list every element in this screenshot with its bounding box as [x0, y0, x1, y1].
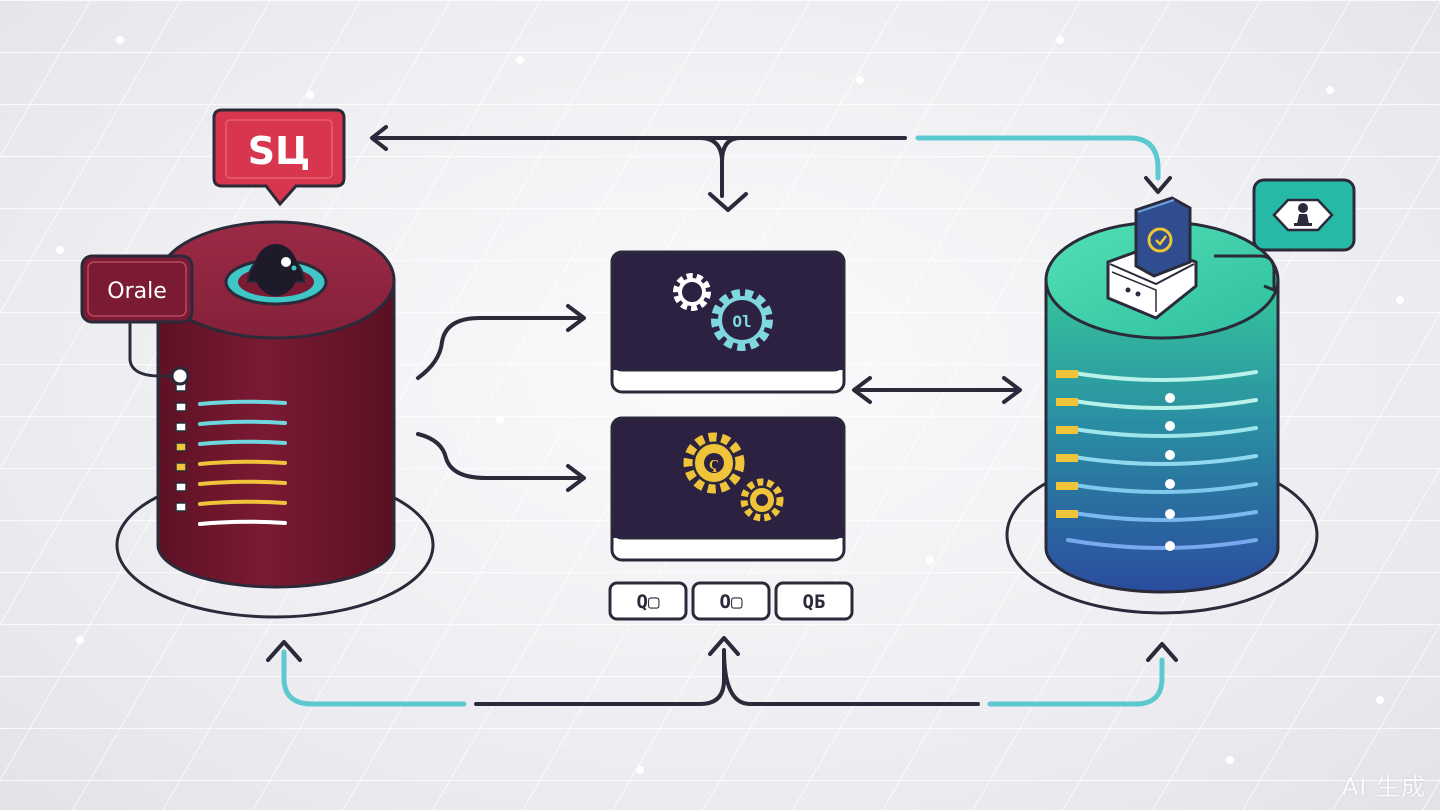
chip-label: Q▢ — [637, 591, 660, 613]
bottom-bus-arrow-right — [987, 657, 1165, 707]
right-database — [1005, 196, 1319, 615]
badge-connector — [1214, 254, 1276, 293]
sql-bubble-label: SЦ — [248, 129, 311, 173]
chip[interactable]: O▢ — [691, 581, 771, 621]
left-to-bottom-engine-arrow — [416, 432, 584, 480]
oracle-connector-node — [170, 366, 190, 386]
right-status-dots — [1165, 393, 1175, 551]
eye-icon — [224, 244, 328, 306]
left-to-top-engine-arrow — [416, 316, 584, 380]
server-icon — [1106, 196, 1198, 320]
left-data-lines — [198, 399, 287, 526]
top-bus-arrow-down — [698, 136, 742, 198]
gear-icon: Ҁ — [683, 432, 745, 494]
right-shelf-lines — [1066, 370, 1258, 550]
engine-panel-bottom: Ҁ — [610, 416, 846, 562]
bottom-gear-label: Ҁ — [709, 457, 719, 473]
top-gear-label: Ol — [732, 312, 751, 331]
user-badge-icon — [1252, 178, 1356, 252]
oracle-connector — [128, 318, 172, 378]
left-database — [115, 220, 435, 619]
bottom-bus-arrow-left — [281, 649, 467, 707]
top-bus-arrow-right — [915, 135, 1161, 181]
chip[interactable]: Q▢ — [608, 581, 688, 621]
bottom-bus-arrow-center — [474, 648, 980, 706]
left-cylinder-body — [156, 278, 396, 589]
oracle-label: Orale — [80, 254, 194, 324]
oracle-label-text: Orale — [107, 279, 167, 304]
gear-icon: Ol — [711, 289, 773, 351]
chip[interactable]: QБ — [774, 581, 854, 621]
gear-icon — [673, 273, 711, 311]
chip-label: O▢ — [720, 591, 743, 613]
gear-icon — [740, 478, 784, 522]
watermark: AI 生成 — [1341, 773, 1426, 801]
chip-label: QБ — [803, 591, 826, 613]
query-chips: Q▢ O▢ QБ — [608, 581, 854, 621]
sql-bubble: SЦ — [212, 108, 346, 207]
engine-panel-top: Ol — [610, 250, 846, 394]
background-dots — [56, 36, 1404, 774]
arrows — [266, 125, 1178, 707]
right-row-markers — [1056, 370, 1078, 518]
